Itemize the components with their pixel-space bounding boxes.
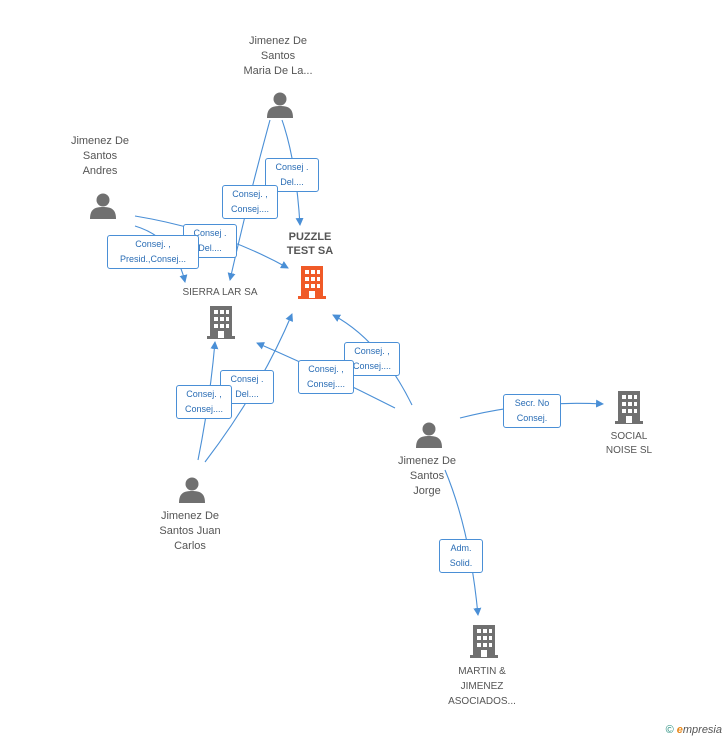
person-jorge-icon bbox=[416, 422, 442, 448]
node-juan-line-3: Carlos bbox=[174, 540, 206, 552]
company-sierra-icon bbox=[207, 306, 235, 339]
brand-initial: e bbox=[676, 724, 683, 736]
relation-line: Consej.... bbox=[352, 361, 392, 371]
node-andres-line-2: Santos bbox=[82, 150, 118, 162]
node-social-line-2: NOISE SL bbox=[605, 445, 653, 456]
relation-label-jorge-puzzle[interactable]: Consej. , Consej.... bbox=[344, 342, 400, 376]
relation-label-jorge-sierra[interactable]: Consej. , Consej.... bbox=[298, 360, 354, 394]
node-puzzle-line-2: TEST SA bbox=[286, 245, 334, 257]
node-andres[interactable]: Jimenez De Santos Andres bbox=[50, 134, 150, 179]
node-jorge-line-1: Jimenez De bbox=[397, 455, 457, 467]
node-juan-line-1: Jimenez De bbox=[160, 510, 220, 522]
relation-label-maria-sierra[interactable]: Consej. , Consej.... bbox=[222, 185, 278, 219]
relation-line: Consej.... bbox=[184, 404, 224, 414]
node-sierra-line-1: SIERRA LAR SA bbox=[182, 287, 258, 298]
node-puzzle[interactable]: PUZZLE TEST SA bbox=[270, 230, 350, 258]
company-martin-icon bbox=[470, 625, 498, 658]
node-juan-line-2: Santos Juan bbox=[159, 525, 221, 537]
node-puzzle-line-1: PUZZLE bbox=[288, 231, 332, 243]
node-martin-line-2: JIMENEZ bbox=[460, 681, 504, 692]
relation-line: Consej.... bbox=[306, 379, 346, 389]
relation-line: Consej.... bbox=[230, 204, 270, 214]
node-maria[interactable]: Jimenez De Santos Maria De La... bbox=[228, 34, 328, 79]
relation-line: Consej. , bbox=[186, 389, 222, 399]
relation-line: Consej. , bbox=[354, 346, 390, 356]
relation-line: Consej . bbox=[193, 228, 227, 238]
node-jorge-line-2: Santos bbox=[409, 470, 445, 482]
person-juan-icon bbox=[179, 477, 205, 503]
node-martin-line-1: MARTIN & bbox=[458, 666, 506, 677]
node-jorge[interactable]: Jimenez De Santos Jorge bbox=[377, 454, 477, 499]
node-martin[interactable]: MARTIN & JIMENEZ ASOCIADOS... bbox=[432, 664, 532, 709]
relation-label-jorge-martin[interactable]: Adm. Solid. bbox=[439, 539, 483, 573]
relation-line: Del.... bbox=[198, 243, 222, 253]
relation-line: Presid.,Consej... bbox=[119, 254, 187, 264]
company-puzzle-icon bbox=[298, 266, 326, 299]
node-social-line-1: SOCIAL bbox=[610, 431, 648, 442]
brand-name: mpresia bbox=[682, 724, 722, 736]
node-social[interactable]: SOCIAL NOISE SL bbox=[587, 430, 671, 458]
relation-label-andres-sierra[interactable]: Consej. , Presid.,Consej... bbox=[107, 235, 199, 269]
relation-line: Consej . bbox=[230, 374, 264, 384]
relation-line: Del.... bbox=[235, 389, 259, 399]
node-sierra[interactable]: SIERRA LAR SA bbox=[160, 285, 280, 300]
relation-label-maria-puzzle[interactable]: Consej . Del.... bbox=[265, 158, 319, 192]
relation-line: Consej. , bbox=[135, 239, 171, 249]
relation-line: Del.... bbox=[280, 177, 304, 187]
company-social-icon bbox=[615, 391, 643, 424]
node-maria-line-1: Jimenez De bbox=[248, 35, 308, 47]
copyright-icon: © bbox=[665, 724, 674, 736]
relation-label-juan-sierra[interactable]: Consej. , Consej.... bbox=[176, 385, 232, 419]
relation-line: Solid. bbox=[449, 558, 473, 568]
relation-line: Consej . bbox=[275, 162, 309, 172]
node-jorge-line-3: Jorge bbox=[413, 485, 441, 497]
node-andres-line-3: Andres bbox=[82, 165, 118, 177]
person-maria-icon bbox=[267, 92, 293, 118]
edge-jorge-martin bbox=[444, 469, 482, 616]
relation-line: Secr. No bbox=[514, 398, 550, 408]
relation-line: Consej. bbox=[516, 413, 548, 423]
relation-line: Consej. , bbox=[232, 189, 268, 199]
copyright-footer: © empresia bbox=[666, 724, 722, 736]
node-maria-line-3: Maria De La... bbox=[243, 65, 313, 77]
node-martin-line-3: ASOCIADOS... bbox=[448, 696, 516, 707]
node-maria-line-2: Santos bbox=[260, 50, 296, 62]
relation-line: Adm. bbox=[450, 543, 472, 553]
relation-line: Consej. , bbox=[308, 364, 344, 374]
node-andres-line-1: Jimenez De bbox=[70, 135, 130, 147]
relation-label-jorge-social[interactable]: Secr. No Consej. bbox=[503, 394, 561, 428]
node-juan[interactable]: Jimenez De Santos Juan Carlos bbox=[138, 509, 242, 554]
person-andres-icon bbox=[90, 193, 116, 219]
